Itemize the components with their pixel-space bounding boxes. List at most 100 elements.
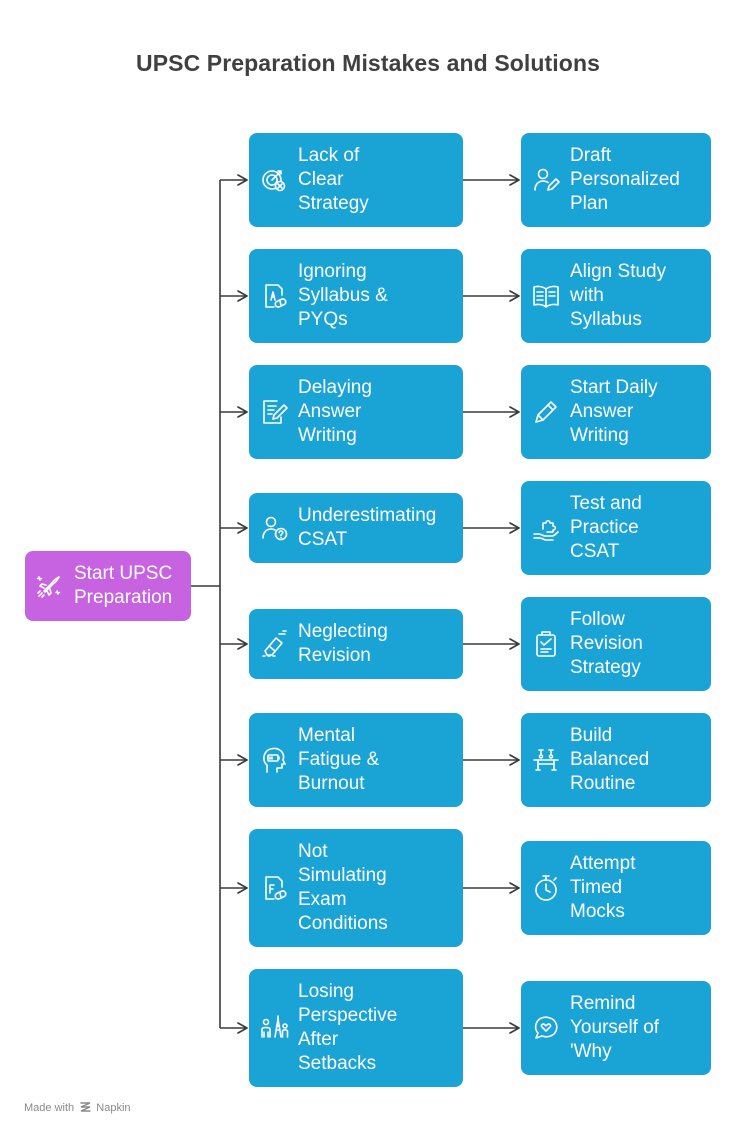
mistake-label-line: Delaying bbox=[298, 377, 372, 398]
mistake-label-line: Lack of bbox=[298, 145, 360, 166]
made-with-text: Made with bbox=[24, 1102, 75, 1114]
solution-label-line: Test and bbox=[570, 493, 642, 514]
people-tower-icon bbox=[259, 1013, 289, 1043]
stopwatch-icon bbox=[531, 873, 561, 903]
solution-label-line: Routine bbox=[570, 773, 636, 794]
solution-label-line: Remind bbox=[570, 993, 636, 1014]
solution-label-line: 'Why bbox=[570, 1041, 612, 1062]
mistake-label-line: Mental bbox=[298, 725, 356, 746]
open-book-icon bbox=[531, 281, 561, 311]
notepad-pen-icon bbox=[259, 397, 289, 427]
solution-label-line: Answer bbox=[570, 401, 634, 422]
mistake-label-line: Setbacks bbox=[298, 1053, 377, 1074]
eraser-icon bbox=[259, 629, 289, 659]
mistake-label-line: Perspective bbox=[298, 1005, 398, 1026]
head-battery-icon bbox=[259, 745, 289, 775]
mistake-label-line: After bbox=[298, 1029, 339, 1050]
solution-label-line: Personalized bbox=[570, 169, 680, 190]
solution-label-line: Align Study bbox=[570, 261, 667, 282]
mistake-label-line: Underestimating bbox=[298, 505, 437, 526]
mistake-label-line: Simulating bbox=[298, 865, 387, 886]
mistake-label-line: Writing bbox=[298, 425, 357, 446]
mistake-label-line: PYQs bbox=[298, 309, 348, 330]
solution-label-line: Follow bbox=[570, 609, 625, 630]
solution-label-line: with bbox=[570, 285, 604, 306]
solution-label-line: Writing bbox=[570, 425, 629, 446]
mistake-label-line: Exam bbox=[298, 889, 347, 910]
mistake-label-line: Burnout bbox=[298, 773, 365, 794]
target-x-icon bbox=[259, 165, 289, 195]
root-label-line: Start UPSC bbox=[74, 563, 173, 584]
solution-label-line: Attempt bbox=[570, 853, 636, 874]
solution-label-line: Balanced bbox=[570, 749, 650, 770]
mistake-label-line: Ignoring bbox=[298, 261, 367, 282]
solution-label-line: Syllabus bbox=[570, 309, 642, 330]
mistake-label-line: Not bbox=[298, 841, 328, 862]
root-label-line: Preparation bbox=[74, 587, 173, 608]
solution-label-line: Build bbox=[570, 725, 613, 746]
solution-label-line: Revision bbox=[570, 633, 643, 654]
solution-label-line: Practice bbox=[570, 517, 639, 538]
napkin-logo-icon bbox=[80, 1101, 91, 1112]
mistake-label-line: Clear bbox=[298, 169, 344, 190]
mistake-label-line: Neglecting bbox=[298, 621, 388, 642]
mistake-label-line: Answer bbox=[298, 401, 362, 422]
document-f-icon bbox=[259, 873, 289, 903]
solution-label-line: Strategy bbox=[570, 657, 641, 678]
mistake-label-line: Syllabus & bbox=[298, 285, 388, 306]
solution-label-line: Mocks bbox=[570, 901, 625, 922]
solution-label-line: Timed bbox=[570, 877, 623, 898]
mistake-label-line: Strategy bbox=[298, 193, 369, 214]
mistake-label-line: CSAT bbox=[298, 529, 348, 550]
solution-label-line: Start Daily bbox=[570, 377, 658, 398]
solution-label-line: Draft bbox=[570, 145, 612, 166]
root-node-label: Start UPSC Preparation bbox=[74, 562, 183, 610]
footer: Made with Napkin bbox=[24, 1101, 131, 1114]
solution-label-line: Plan bbox=[570, 193, 609, 214]
hand-puzzle-icon bbox=[531, 513, 561, 543]
user-pen-icon bbox=[531, 165, 561, 195]
clipboard-check-icon bbox=[531, 629, 561, 659]
mistake-label-line: Revision bbox=[298, 645, 371, 666]
document-pill-icon bbox=[259, 281, 289, 311]
pencil-icon bbox=[531, 397, 561, 427]
diagram-title: UPSC Preparation Mistakes and Solutions bbox=[135, 50, 600, 76]
solution-label-line: Yourself of bbox=[570, 1017, 660, 1038]
rocket-icon bbox=[34, 571, 64, 601]
napkin-brand-text: Napkin bbox=[96, 1102, 131, 1114]
root-node-start-upsc-preparation: Start UPSC Preparation bbox=[25, 551, 191, 621]
balance-bench-icon bbox=[531, 745, 561, 775]
chat-heart-icon bbox=[531, 1013, 561, 1043]
mistake-label-line: Losing bbox=[298, 981, 354, 1002]
